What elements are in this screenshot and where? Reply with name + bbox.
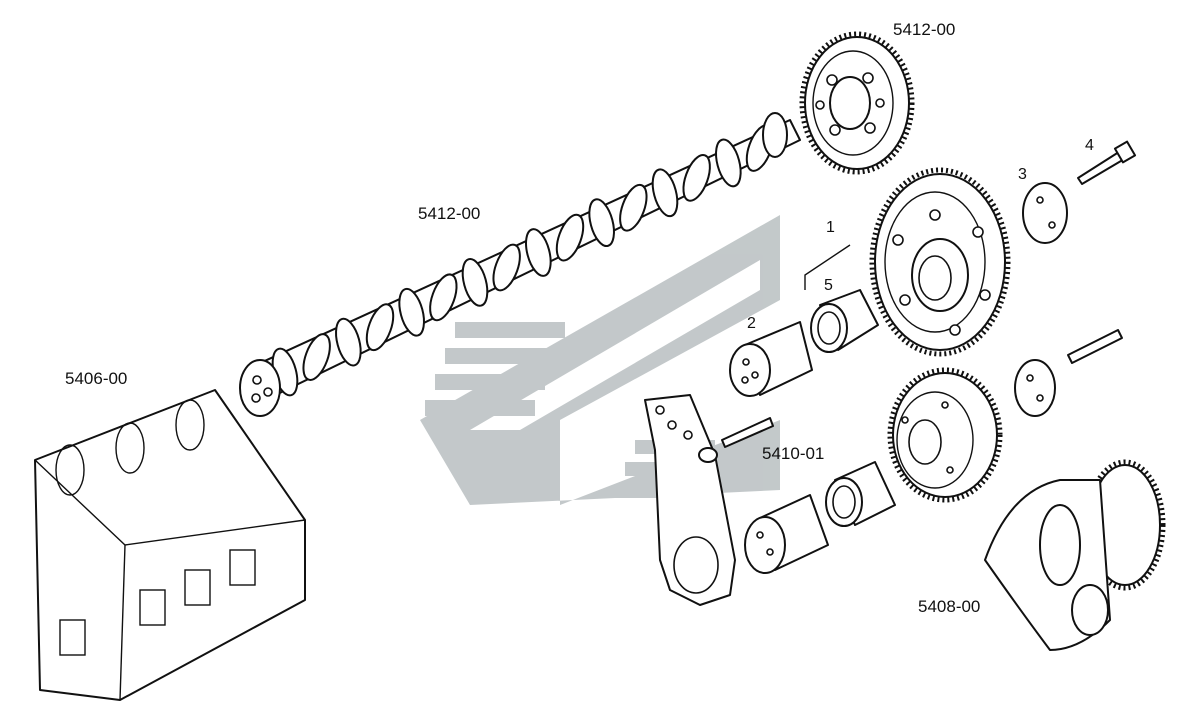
bushing-lower[interactable] — [825, 461, 896, 527]
camshaft-lobe — [555, 213, 585, 262]
support-bracket[interactable] — [644, 394, 736, 606]
idler-gear-small[interactable] — [887, 367, 1003, 503]
callout-bracket-1 — [804, 244, 851, 290]
label-idler-assembly: 5410-01 — [762, 444, 824, 463]
cam-gear[interactable] — [799, 31, 915, 175]
callout-5: 5 — [824, 277, 833, 294]
bushing-5[interactable] — [810, 289, 879, 353]
camshaft-lobe — [398, 287, 425, 337]
camshaft-lobe — [429, 273, 458, 322]
camshaft-front-flange — [239, 359, 281, 417]
label-camshaft: 5412-00 — [418, 204, 480, 223]
bracket-bolt[interactable] — [721, 417, 774, 448]
bolt-4[interactable] — [1077, 140, 1137, 185]
camshaft-lobe — [461, 258, 489, 307]
camshaft-rear-journal — [762, 112, 788, 158]
camshaft-lobe — [335, 317, 362, 367]
callout-1: 1 — [826, 219, 835, 236]
camshaft-lobe — [682, 154, 711, 202]
idler-bolt-small[interactable] — [1067, 329, 1123, 364]
cylinder-head[interactable] — [34, 389, 306, 701]
camshaft[interactable] — [239, 112, 801, 417]
camshaft-lobe — [302, 333, 331, 381]
camshaft-lobe — [525, 228, 552, 277]
label-crankshaft: 5408-00 — [918, 597, 980, 616]
idler-gear-large[interactable] — [869, 167, 1011, 357]
label-cam-gear: 5412-00 — [893, 20, 955, 39]
camshaft-lobe — [365, 303, 395, 352]
watermark-logo — [420, 215, 780, 505]
camshaft-lobe — [651, 168, 679, 218]
camshaft-lobe — [619, 183, 648, 232]
camshaft-lobe — [715, 138, 742, 188]
camshaft-lobe — [588, 198, 615, 248]
callout-3: 3 — [1018, 166, 1027, 183]
camshaft-lobe — [492, 243, 521, 292]
thrust-plate-3[interactable] — [1022, 182, 1068, 244]
idler-plate-small[interactable] — [1014, 359, 1056, 417]
hub-lower[interactable] — [744, 494, 829, 574]
crankshaft[interactable] — [984, 459, 1166, 651]
callout-2: 2 — [747, 315, 756, 332]
label-cylinder-head: 5406-00 — [65, 369, 127, 388]
callout-4: 4 — [1085, 137, 1094, 154]
hub-2[interactable] — [729, 321, 813, 397]
